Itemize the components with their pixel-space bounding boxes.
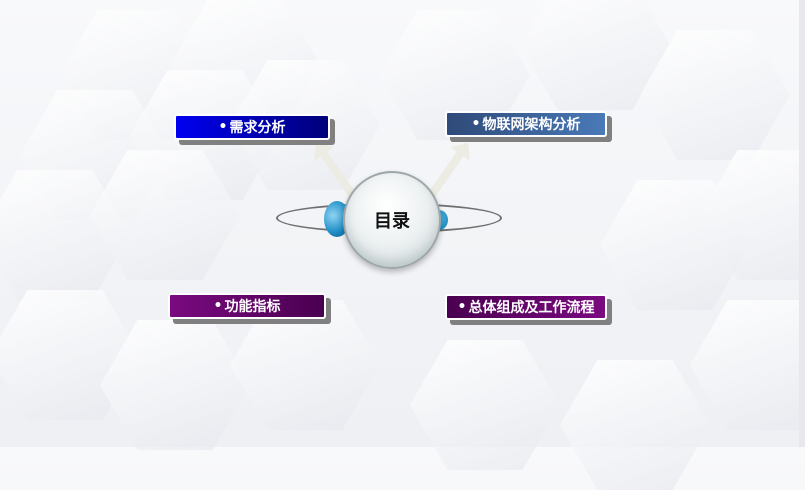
toc-center-circle: 目录 (343, 171, 441, 269)
toc-item-iot-architecture[interactable]: • 物联网架构分析 (445, 111, 607, 137)
bullet: • (457, 299, 467, 315)
toc-item-label: 总体组成及工作流程 (468, 300, 595, 316)
bullet: • (471, 116, 481, 132)
toc-item-label: 功能指标 (224, 299, 281, 315)
toc-item-label: 需求分析 (229, 120, 286, 136)
toc-item-overall-workflow[interactable]: • 总体组成及工作流程 (445, 294, 607, 320)
right-edge-strip (799, 0, 805, 447)
bullet: • (213, 298, 223, 314)
toc-item-requirements[interactable]: • 需求分析 (174, 114, 330, 140)
toc-item-function-metrics[interactable]: • 功能指标 (168, 293, 326, 319)
bullet: • (218, 119, 228, 135)
toc-item-label: 物联网架构分析 (482, 117, 581, 133)
toc-title: 目录 (374, 211, 410, 232)
